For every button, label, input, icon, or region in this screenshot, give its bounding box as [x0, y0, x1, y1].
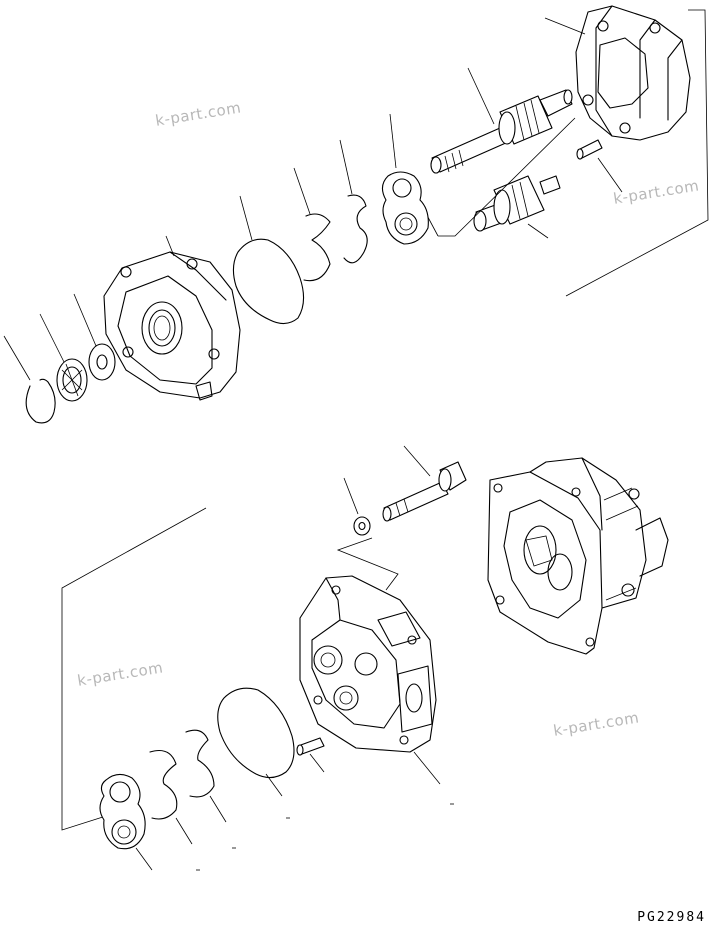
leader-line — [403, 445, 431, 477]
gasket-lower — [217, 687, 295, 779]
front-cover-housing — [103, 251, 241, 401]
leader-line — [175, 817, 193, 845]
dowel-pin-lower — [296, 737, 325, 756]
leader-line — [265, 773, 283, 797]
drive-shaft — [430, 89, 573, 174]
leader-line — [527, 223, 549, 239]
mounting-bolt — [382, 461, 467, 522]
bushing-plate-lower — [99, 773, 146, 850]
driven-gear — [473, 175, 561, 232]
snap-ring-upper — [25, 378, 56, 424]
leader-line — [135, 847, 153, 871]
dowel-pin-upper — [576, 139, 603, 160]
leader-line — [389, 113, 397, 169]
leader-line — [209, 795, 227, 823]
seal-ring-upper — [303, 213, 331, 282]
bracket-line — [336, 537, 399, 591]
center-body-housing — [299, 575, 437, 753]
gasket-upper — [232, 238, 305, 325]
backup-ring-lower — [149, 749, 178, 820]
seal-ring-lower — [185, 729, 215, 798]
rear-flange-housing — [575, 5, 691, 141]
drawing-code-label: PG22984 — [637, 910, 706, 925]
pump-body-assembled — [487, 457, 669, 655]
assembly-bracket-line-lower — [61, 507, 207, 831]
leader-line — [544, 17, 586, 35]
leader-line — [339, 139, 353, 195]
leader-line — [343, 477, 359, 515]
leader-line — [3, 335, 31, 381]
leader-line — [73, 293, 97, 347]
leader-line — [413, 751, 441, 785]
leader-line — [39, 313, 65, 363]
oil-seal-upper — [56, 358, 88, 402]
washer-upper — [88, 343, 116, 381]
assembly-bracket-line — [565, 9, 709, 297]
leader-line — [293, 167, 311, 215]
bushing-plate-upper — [381, 171, 429, 245]
leader-line — [309, 753, 325, 773]
bolt-washer — [353, 516, 371, 536]
leader-line — [597, 157, 623, 193]
leader-line — [239, 195, 253, 241]
bracket-line — [438, 117, 576, 237]
leader-line — [467, 67, 495, 125]
leader-line — [165, 235, 175, 257]
backup-ring-upper — [343, 194, 368, 264]
